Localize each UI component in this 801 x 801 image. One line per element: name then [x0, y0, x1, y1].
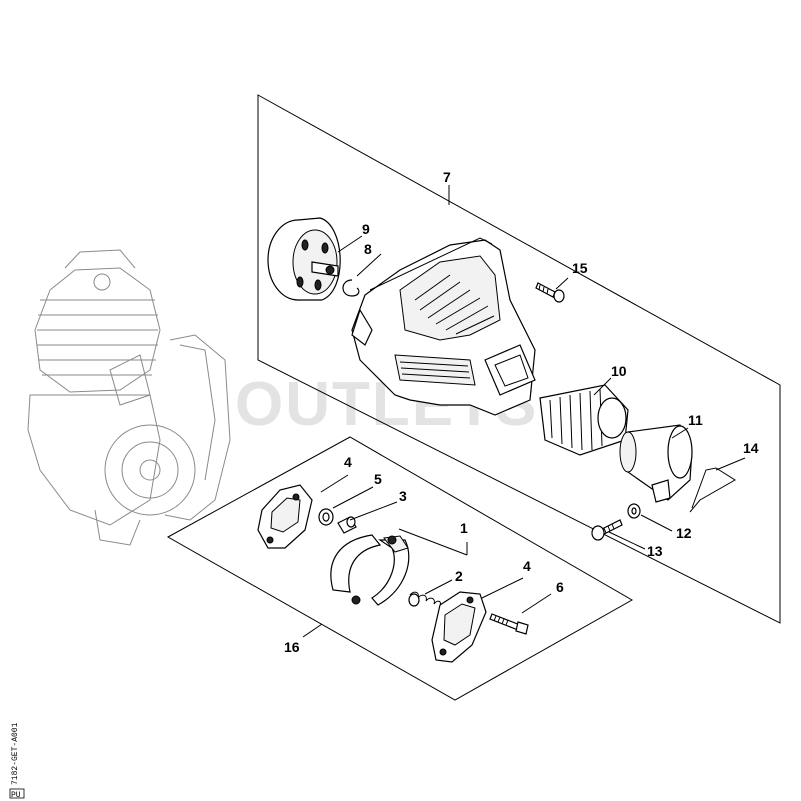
clutch-shoes	[330, 534, 410, 606]
sleeve	[619, 424, 693, 503]
assembly-box-7	[257, 94, 781, 624]
carrier-plate-lower	[431, 591, 487, 663]
washer	[627, 503, 641, 519]
screw-13	[591, 519, 623, 541]
screw-15	[535, 282, 565, 303]
callout-13: 13	[647, 543, 663, 559]
callout-2: 2	[455, 568, 463, 584]
callout-1: 1	[460, 520, 468, 536]
callout-8: 8	[364, 241, 372, 257]
callout-4-lower: 4	[523, 558, 531, 574]
engine-illustration	[27, 249, 231, 546]
bushing	[337, 516, 357, 534]
clutch-drum	[267, 217, 341, 301]
wire-clip	[689, 467, 736, 513]
leader-lines	[302, 185, 746, 638]
callout-3: 3	[399, 488, 407, 504]
corner-mark-box	[9, 788, 25, 799]
callout-14: 14	[743, 440, 759, 456]
callout-9: 9	[362, 221, 370, 237]
callout-11: 11	[688, 412, 703, 428]
carrier-plate-upper	[257, 484, 313, 549]
washer-5	[318, 508, 334, 526]
diagram-code: 7182-GET-A001	[11, 722, 20, 785]
callout-5: 5	[374, 471, 382, 487]
assembly-box-16	[166, 436, 634, 701]
callout-15: 15	[572, 260, 588, 276]
circlip	[342, 279, 360, 297]
clutch-spring	[408, 591, 441, 608]
callout-12: 12	[676, 525, 692, 541]
corner-mark: PU	[11, 791, 21, 800]
bolt-6	[489, 613, 529, 635]
shaft-gear	[539, 384, 629, 456]
callout-4-upper: 4	[344, 454, 352, 470]
callout-16: 16	[284, 639, 300, 655]
callout-10: 10	[611, 363, 627, 379]
callout-7: 7	[443, 169, 451, 185]
callout-6: 6	[556, 579, 564, 595]
gearhead-housing	[351, 237, 536, 416]
